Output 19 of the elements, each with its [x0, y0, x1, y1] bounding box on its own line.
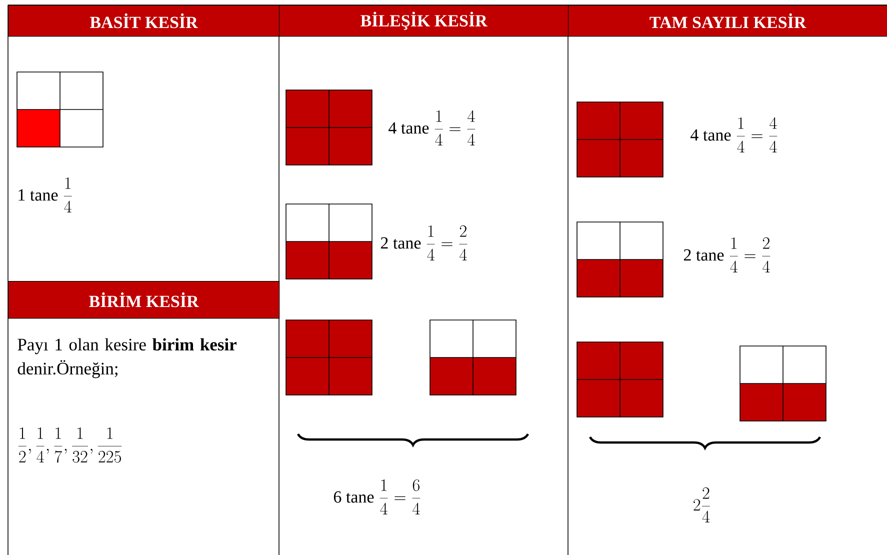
- header-band: BASİT KESİR: [8, 5, 280, 37]
- fraction-formula: $\frac{1}{4}=\frac{6}{4}$: [380, 479, 420, 514]
- quantity-text: 4 tane: [388, 122, 429, 134]
- fraction-formula: $\frac{1}{4}=\frac{2}{4}$: [426, 225, 468, 260]
- fraction-formula: $2\frac{2}{4}$: [694, 487, 710, 522]
- quantity-text: 6 tane: [334, 491, 374, 503]
- header-band: BİLEŞİK KESİR: [279, 5, 569, 37]
- fraction-formula: $\frac{1}{4}=\frac{4}{4}$: [434, 110, 476, 146]
- fraction-formula: $\frac{1}{4}=\frac{4}{4}$: [736, 117, 778, 152]
- quantity-text: 1 tane: [18, 189, 58, 201]
- quantity-text: 2 tane: [684, 249, 724, 261]
- header-band: BİRİM KESİR: [8, 281, 280, 319]
- fraction-list: $\frac{1}{2},\frac{1}{4},\frac{1}{7},\frac{1}{32},\frac{1}{225}$: [18, 427, 122, 463]
- quantity-text: 4 tane: [690, 129, 731, 141]
- fraction-formula: $\frac{1}{4}=\frac{2}{4}$: [730, 237, 770, 272]
- fraction-formula: $\frac{1}{4}$: [64, 177, 72, 212]
- paragraph-text: Payı 1 olan kesire birim kesir denir.Örneğin;: [18, 338, 236, 378]
- header-band: TAM SAYILI KESİR: [568, 5, 887, 37]
- quantity-text: 2 tane: [380, 237, 421, 249]
